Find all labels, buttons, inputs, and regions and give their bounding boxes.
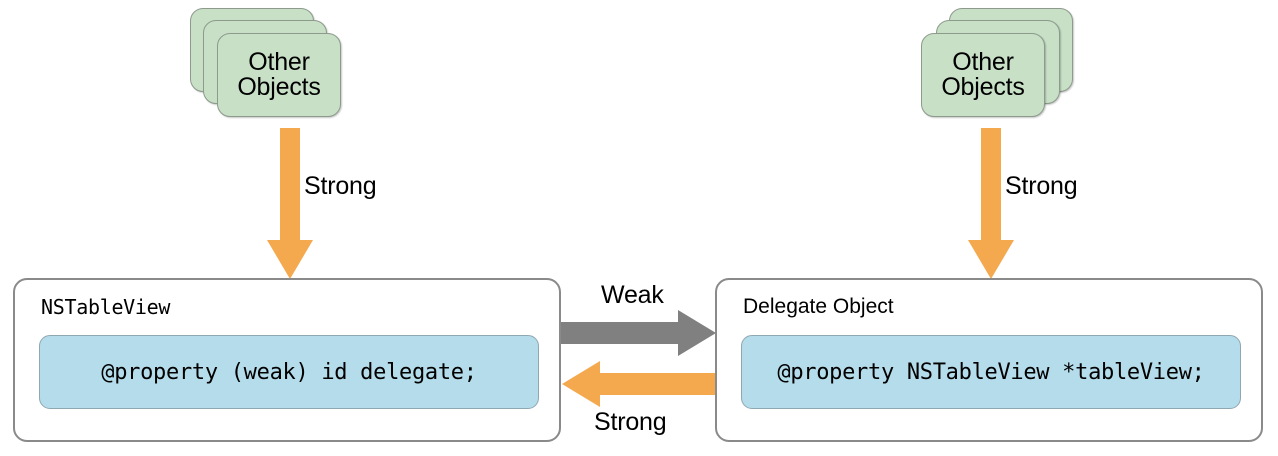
other-objects-stack-left: Other Objects: [190, 8, 366, 136]
arrow-strong-delegate-to-tableview: [561, 360, 717, 408]
object-box-delegate: Delegate Object @property NSTableView *t…: [715, 278, 1263, 442]
arrow-strong-left-stack-to-tableview: [266, 128, 314, 280]
edge-label-strong-right-top: Strong: [1005, 172, 1078, 200]
delegate-code-box: @property NSTableView *tableView;: [741, 335, 1241, 409]
other-objects-label-left: Other Objects: [237, 47, 321, 101]
edge-label-strong-bottom: Strong: [594, 408, 667, 436]
delegate-code-text: @property NSTableView *tableView;: [777, 359, 1205, 385]
stack-card-front: Other Objects: [217, 33, 341, 117]
arrow-strong-right-stack-to-delegate: [967, 128, 1015, 280]
nstableview-code-box: @property (weak) id delegate;: [39, 335, 539, 409]
other-objects-stack-right: Other Objects: [921, 8, 1097, 136]
delegate-object-title: Delegate Object: [743, 295, 894, 318]
edge-label-strong-left-top: Strong: [304, 172, 377, 200]
edge-label-weak: Weak: [601, 281, 664, 309]
stack-card-front: Other Objects: [921, 33, 1045, 117]
other-objects-label-right: Other Objects: [941, 47, 1025, 101]
nstableview-title: NSTableView: [41, 295, 171, 319]
nstableview-code-text: @property (weak) id delegate;: [101, 359, 477, 385]
arrow-weak-tableview-to-delegate: [561, 310, 717, 358]
object-box-nstableview: NSTableView @property (weak) id delegate…: [13, 278, 561, 442]
